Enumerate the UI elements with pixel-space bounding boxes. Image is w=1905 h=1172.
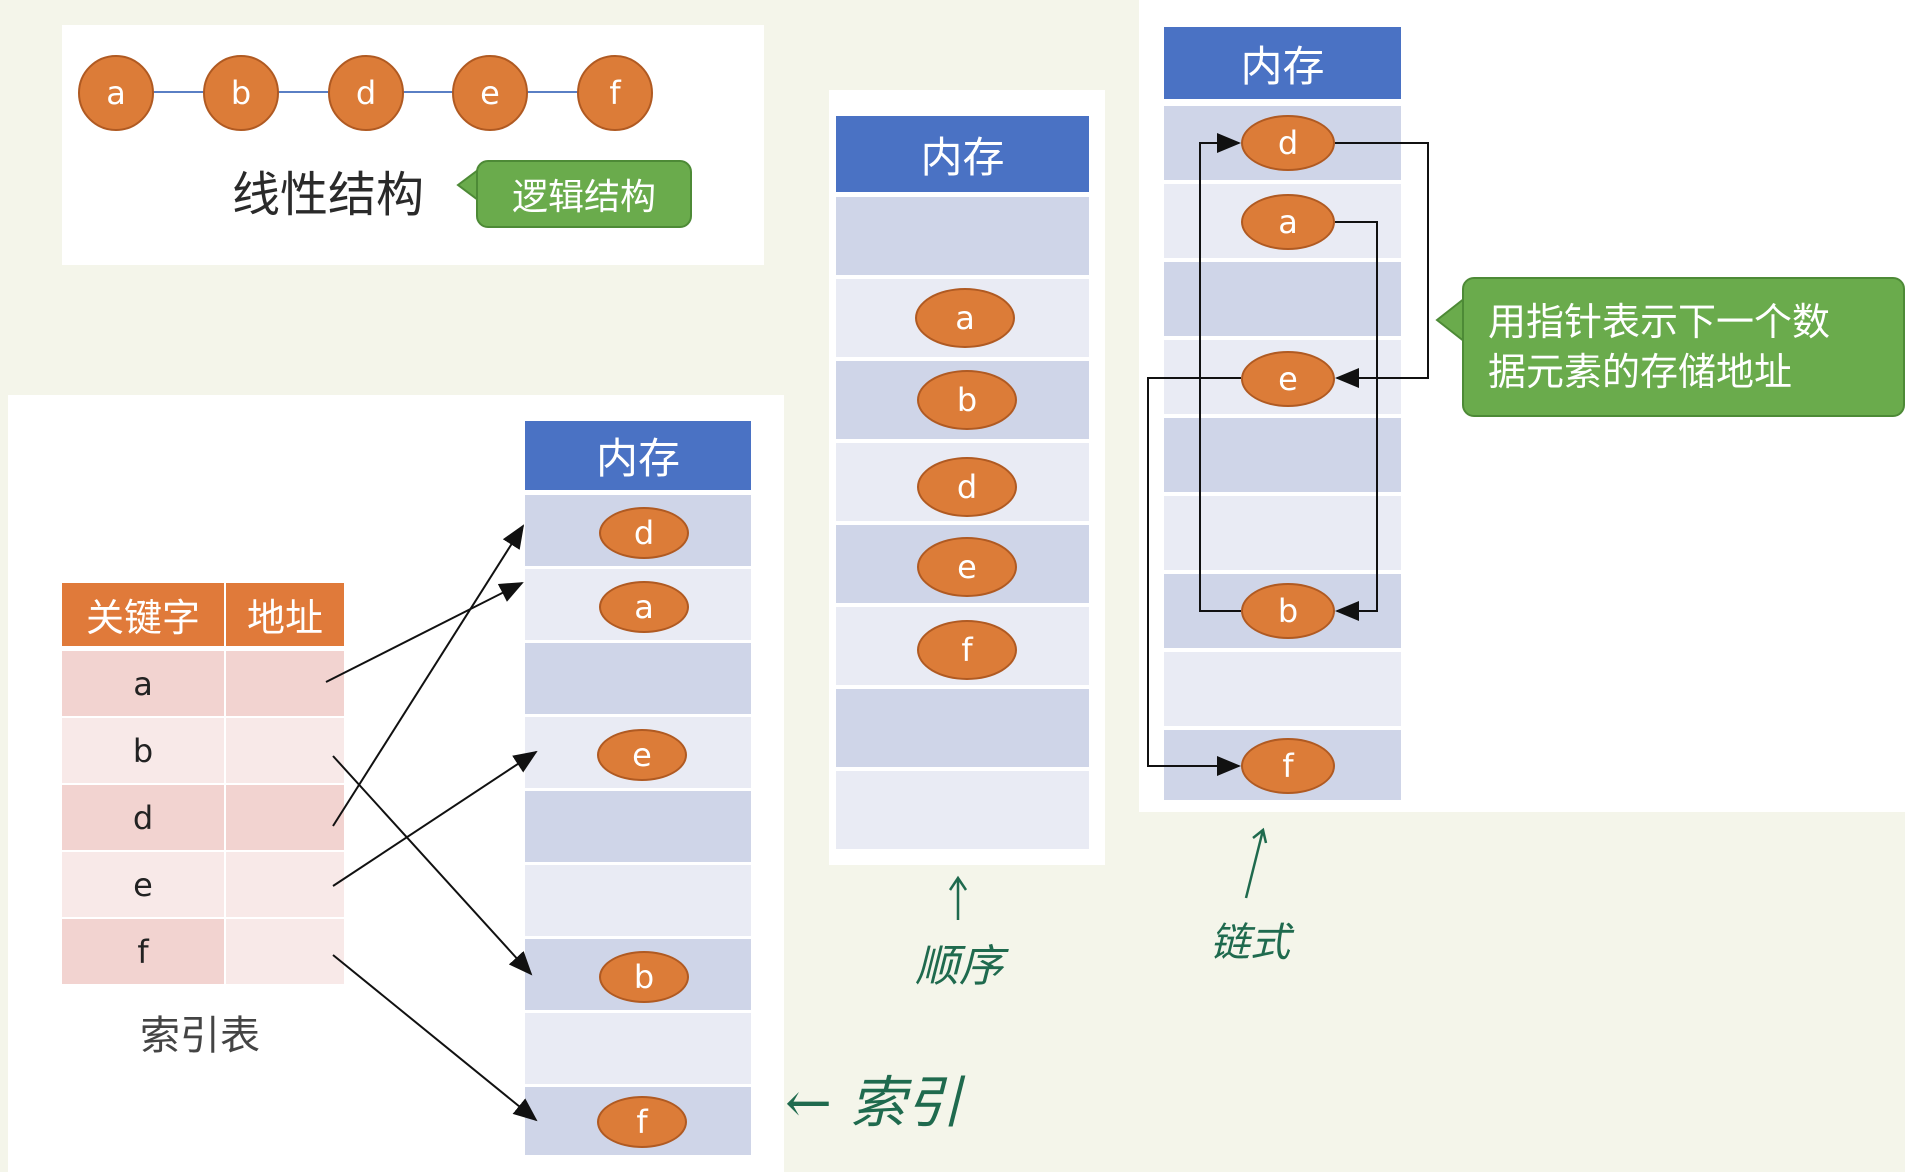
linear-node-d: d [328,55,404,131]
handwriting-sequential-label: 顺序 [915,941,1003,992]
linked-memory-cell-8 [1164,652,1401,726]
sequential-memory-header: 内存 [836,116,1089,192]
table-row-a-address [226,651,344,716]
pointer-callout-line-2: 据元素的存储地址 [1488,350,1793,394]
table-row-d-address [226,785,344,850]
index-memory-node-b: b [599,951,689,1003]
table-row-b-address [226,718,344,783]
linked-node-e: e [1241,351,1335,407]
linear-node-a: a [78,55,154,131]
sequential-node-d: d [917,457,1017,517]
index-table-caption: 索引表 [140,1013,260,1059]
pointer-callout: 用指针表示下一个数 据元素的存储地址 [1462,277,1905,417]
index-memory-node-a: a [599,581,689,633]
linear-node-e: e [452,55,528,131]
linked-node-f: f [1241,738,1335,794]
handwriting-index-label: ← 索引 [785,1071,962,1136]
linked-memory-header: 内存 [1164,27,1401,99]
table-row-a-key: a [62,651,224,716]
table-row-b-key: b [62,718,224,783]
logic-structure-label: 逻辑结构 [511,177,656,218]
index-memory-node-e: e [597,729,687,781]
linked-node-d: d [1241,115,1335,171]
table-row-e-key: e [62,852,224,917]
index-memory-cell-8 [525,1013,751,1084]
linked-memory-cell-3 [1164,262,1401,336]
index-memory-cell-3 [525,643,751,714]
linked-node-a: a [1241,194,1335,250]
table-row-f-key: f [62,919,224,984]
linear-node-f: f [577,55,653,131]
index-memory-header: 内存 [525,421,751,490]
linked-memory-cell-6 [1164,496,1401,570]
table-row-e-address [226,852,344,917]
linear-structure-panel [62,25,764,265]
table-header-key: 关键字 [62,583,224,646]
sequential-node-b: b [917,370,1017,430]
handwriting-linked-label: 链式 [1210,920,1290,966]
table-row-f-address [226,919,344,984]
table-header-address: 地址 [226,583,344,646]
linked-memory-cell-5 [1164,418,1401,492]
linked-node-b: b [1241,583,1335,639]
index-memory-node-d: d [599,507,689,559]
pointer-callout-line-1: 用指针表示下一个数 [1488,300,1831,344]
index-memory-node-f: f [597,1096,687,1148]
sequential-memory-cell-7 [836,689,1089,767]
table-row-d-key: d [62,785,224,850]
sequential-node-a: a [915,288,1015,348]
sequential-memory-cell-1 [836,197,1089,275]
index-memory-cell-6 [525,865,751,936]
logic-structure-callout: 逻辑结构 [476,160,692,228]
index-memory-cell-5 [525,791,751,862]
linear-structure-title: 线性结构 [232,167,425,223]
sequential-memory-cell-8 [836,771,1089,849]
linear-node-b: b [203,55,279,131]
sequential-node-e: e [917,537,1017,597]
sequential-node-f: f [917,620,1017,680]
